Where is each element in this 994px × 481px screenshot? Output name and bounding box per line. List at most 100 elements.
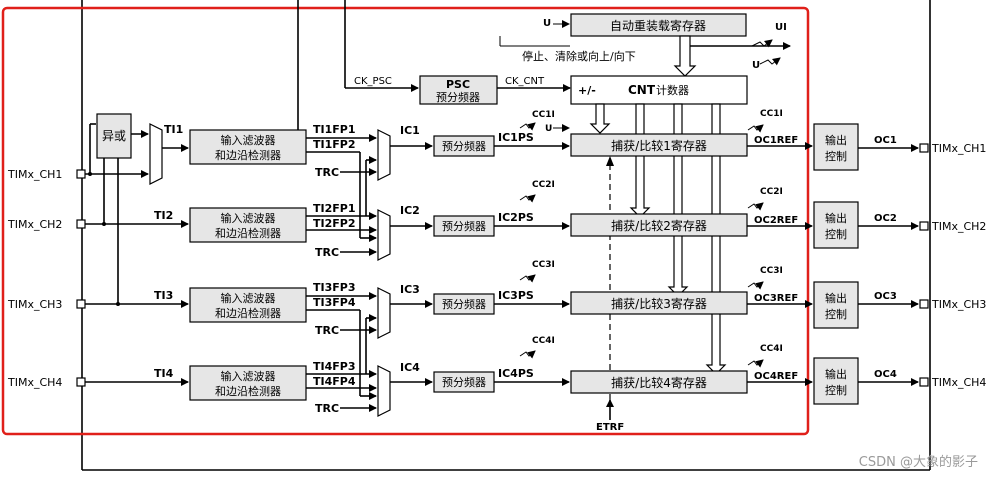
cnt-counter xyxy=(570,75,748,105)
trc-label-4: TRC xyxy=(315,402,339,415)
output-pin-ch3 xyxy=(919,299,929,309)
mux-ic2 xyxy=(377,209,391,261)
presc-label-3: 预分频器 xyxy=(442,297,486,311)
mux-ic1 xyxy=(377,129,391,181)
cnt-sub-label: 计数器 xyxy=(656,84,689,97)
input-pin-ch3 xyxy=(76,299,86,309)
output-label-ch3: TIMx_CH3 xyxy=(931,298,986,311)
cci-in-1: CC1I xyxy=(532,110,555,120)
ck-cnt-label: CK_CNT xyxy=(505,76,545,87)
trc-label-3: TRC xyxy=(315,324,339,337)
ocref-label-2: OC2REF xyxy=(754,215,798,226)
input-pin-ch4 xyxy=(76,377,86,387)
outctl-2b: 控制 xyxy=(825,227,847,241)
output-control-4 xyxy=(813,357,859,405)
stop-clear-label: 停止、清除或向上/向下 xyxy=(522,49,636,63)
filter-4-line2: 和边沿检测器 xyxy=(215,384,281,398)
mux-ic4 xyxy=(377,365,391,417)
fp-1a: TI1FP1 xyxy=(313,123,355,136)
cci-in-2: CC2I xyxy=(532,180,555,190)
outctl-3a: 输出 xyxy=(825,291,847,305)
cci-in-3: CC3I xyxy=(532,260,555,270)
filter-block-2 xyxy=(189,207,307,243)
fp-3b: TI3FP4 xyxy=(313,296,356,309)
ui-label: UI xyxy=(775,22,787,33)
presc-label-2: 预分频器 xyxy=(442,219,486,233)
output-label-ch2: TIMx_CH2 xyxy=(931,220,986,233)
output-label-ch4: TIMx_CH4 xyxy=(931,376,986,389)
capture-compare-register-1 xyxy=(570,133,748,157)
outctl-2a: 输出 xyxy=(825,211,847,225)
ic-label-2: IC2 xyxy=(400,204,420,217)
filter-1-line1: 输入滤波器 xyxy=(221,133,276,147)
ck-psc-label: CK_PSC xyxy=(354,76,392,87)
filter-block-4 xyxy=(189,365,307,401)
highlight-rectangle xyxy=(1,6,810,436)
ocref-label-3: OC3REF xyxy=(754,293,798,304)
output-control-1 xyxy=(813,123,859,171)
cci-out-2: CC2I xyxy=(760,187,783,197)
auto-reload-u-label: U xyxy=(543,18,551,29)
filter-4-line1: 输入滤波器 xyxy=(221,369,276,383)
watermark: CSDN @大象的影子 xyxy=(859,454,978,470)
cnt-plus-minus: +/- xyxy=(578,84,596,97)
ic-label-1: IC1 xyxy=(400,124,420,137)
output-label-ch1: TIMx_CH1 xyxy=(931,142,986,155)
outctl-4a: 输出 xyxy=(825,367,847,381)
oc-label-2: OC2 xyxy=(874,213,897,224)
mux-ic3 xyxy=(377,287,391,339)
psc-sub-label: 预分频器 xyxy=(436,90,480,104)
oc-label-3: OC3 xyxy=(874,291,897,302)
filter-2-line1: 输入滤波器 xyxy=(221,211,276,225)
icps-label-4: IC4PS xyxy=(498,367,534,380)
input-pin-ch2 xyxy=(76,219,86,229)
oc-label-1: OC1 xyxy=(874,135,897,146)
ti-label-4: TI4 xyxy=(154,367,174,380)
xor-label: 异或 xyxy=(102,129,126,143)
cc1-u-label: U xyxy=(545,124,552,134)
ti-label-3: TI3 xyxy=(154,289,173,302)
ccr-label-1: 捕获/比较1寄存器 xyxy=(611,138,707,153)
presc-label-4: 预分频器 xyxy=(442,375,486,389)
oc-label-4: OC4 xyxy=(874,369,897,380)
fp-2b: TI2FP2 xyxy=(313,217,355,230)
ocref-label-4: OC4REF xyxy=(754,371,798,382)
psc-prescaler xyxy=(419,75,498,105)
capture-compare-register-3 xyxy=(570,291,748,315)
ccr-label-2: 捕获/比较2寄存器 xyxy=(611,218,707,233)
output-pin-ch1 xyxy=(919,143,929,153)
mux-ti1 xyxy=(149,123,163,185)
ocref-label-1: OC1REF xyxy=(754,135,798,146)
input-label-ch3: TIMx_CH3 xyxy=(7,298,62,311)
fp-1b: TI1FP2 xyxy=(313,138,355,151)
trc-label-2: TRC xyxy=(315,246,339,259)
input-pin-ch1 xyxy=(76,169,86,179)
ic-label-3: IC3 xyxy=(400,283,420,296)
filter-3-line1: 输入滤波器 xyxy=(221,291,276,305)
cci-out-3: CC3I xyxy=(760,266,783,276)
ccr-label-4: 捕获/比较4寄存器 xyxy=(611,375,707,390)
outctl-1a: 输出 xyxy=(825,133,847,147)
outctl-1b: 控制 xyxy=(825,149,847,163)
trc-label-1: TRC xyxy=(315,166,339,179)
cnt-label: CNT xyxy=(628,83,656,97)
output-pin-ch2 xyxy=(919,221,929,231)
icps-label-2: IC2PS xyxy=(498,211,534,224)
presc-label-1: 预分频器 xyxy=(442,139,486,153)
cci-in-4: CC4I xyxy=(532,336,555,346)
outctl-4b: 控制 xyxy=(825,383,847,397)
fp-4b: TI4FP4 xyxy=(313,375,356,388)
input-label-ch4: TIMx_CH4 xyxy=(7,376,62,389)
ti-label-2: TI2 xyxy=(154,209,173,222)
ti-label-1: TI1 xyxy=(164,123,183,136)
cci-out-4: CC4I xyxy=(760,344,783,354)
filter-3-line2: 和边沿检测器 xyxy=(215,306,281,320)
ic-label-4: IC4 xyxy=(400,361,420,374)
input-label-ch1: TIMx_CH1 xyxy=(7,168,62,181)
input-label-ch2: TIMx_CH2 xyxy=(7,218,62,231)
fp-3a: TI3FP3 xyxy=(313,281,355,294)
output-control-2 xyxy=(813,201,859,249)
filter-2-line2: 和边沿检测器 xyxy=(215,226,281,240)
cci-out-1: CC1I xyxy=(760,109,783,119)
auto-reload-label: 自动重装载寄存器 xyxy=(610,18,706,33)
